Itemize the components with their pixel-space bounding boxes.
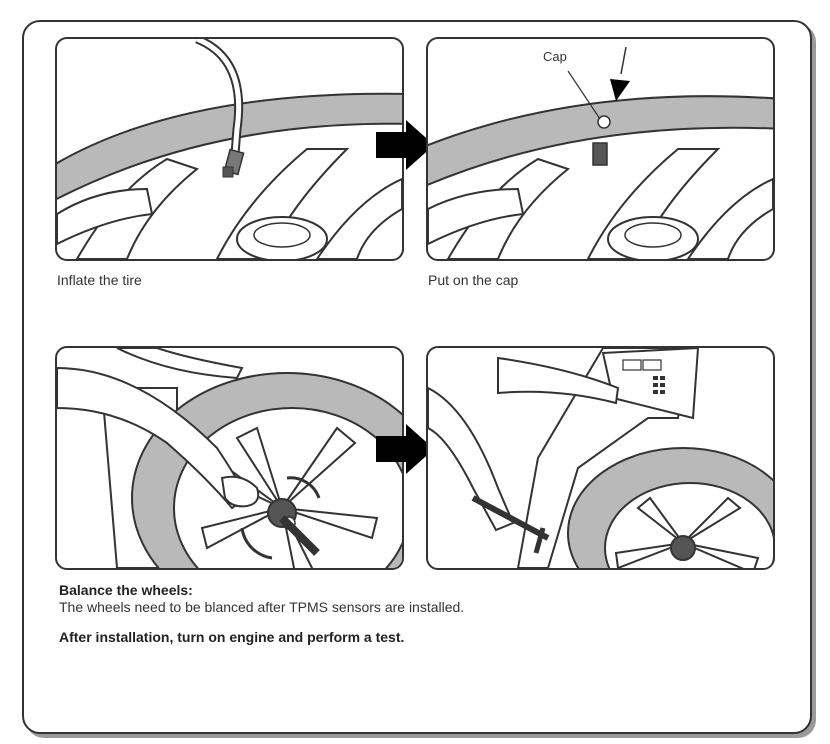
balance-description: The wheels need to be blanced after TPMS… (59, 599, 779, 615)
balance-title: Balance the wheels: (59, 582, 779, 598)
cap-callout-label: Cap (543, 49, 567, 64)
put-on-cap-illustration (426, 37, 775, 261)
step-2-caption: Put on the cap (428, 272, 518, 288)
balance-instructions: Balance the wheels: The wheels need to b… (59, 582, 779, 645)
wheel-balancer-illustration (426, 346, 775, 570)
tighten-valve-illustration (55, 346, 404, 570)
final-note: After installation, turn on engine and p… (59, 629, 779, 645)
step-1-caption: Inflate the tire (57, 272, 142, 288)
inflate-tire-illustration (55, 37, 404, 261)
